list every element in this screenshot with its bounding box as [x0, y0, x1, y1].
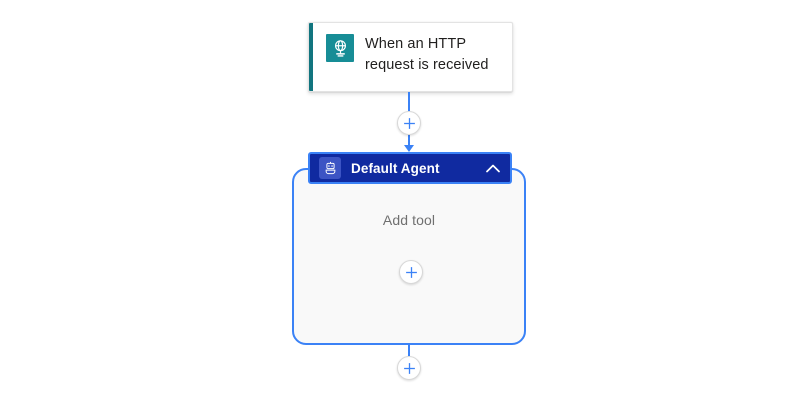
connector-arrow-into-agent	[404, 145, 414, 152]
add-step-button-top[interactable]	[397, 111, 421, 135]
connector-line-agent-to-next	[408, 345, 410, 356]
plus-icon	[403, 362, 415, 374]
agent-group-container: Add tool	[292, 168, 526, 345]
http-request-globe-icon	[326, 34, 354, 62]
plus-icon	[405, 266, 417, 278]
trigger-card-title: When an HTTP request is received	[365, 36, 489, 73]
connector-line-trigger-to-agent-upper	[408, 92, 410, 111]
add-tool-button[interactable]	[399, 260, 423, 284]
connector-line-trigger-to-agent-lower	[408, 135, 410, 147]
agent-bot-icon	[319, 157, 341, 179]
trigger-card-http-request[interactable]: When an HTTP request is received	[308, 22, 513, 92]
chevron-up-icon[interactable]	[484, 159, 502, 177]
trigger-accent-bar	[309, 23, 313, 91]
add-step-button-bottom[interactable]	[397, 356, 421, 380]
plus-icon	[403, 117, 415, 129]
agent-header-bar[interactable]: Default Agent	[308, 152, 512, 184]
trigger-card-body: When an HTTP request is received	[313, 23, 512, 86]
agent-title: Default Agent	[351, 160, 440, 176]
add-tool-label: Add tool	[382, 212, 436, 228]
